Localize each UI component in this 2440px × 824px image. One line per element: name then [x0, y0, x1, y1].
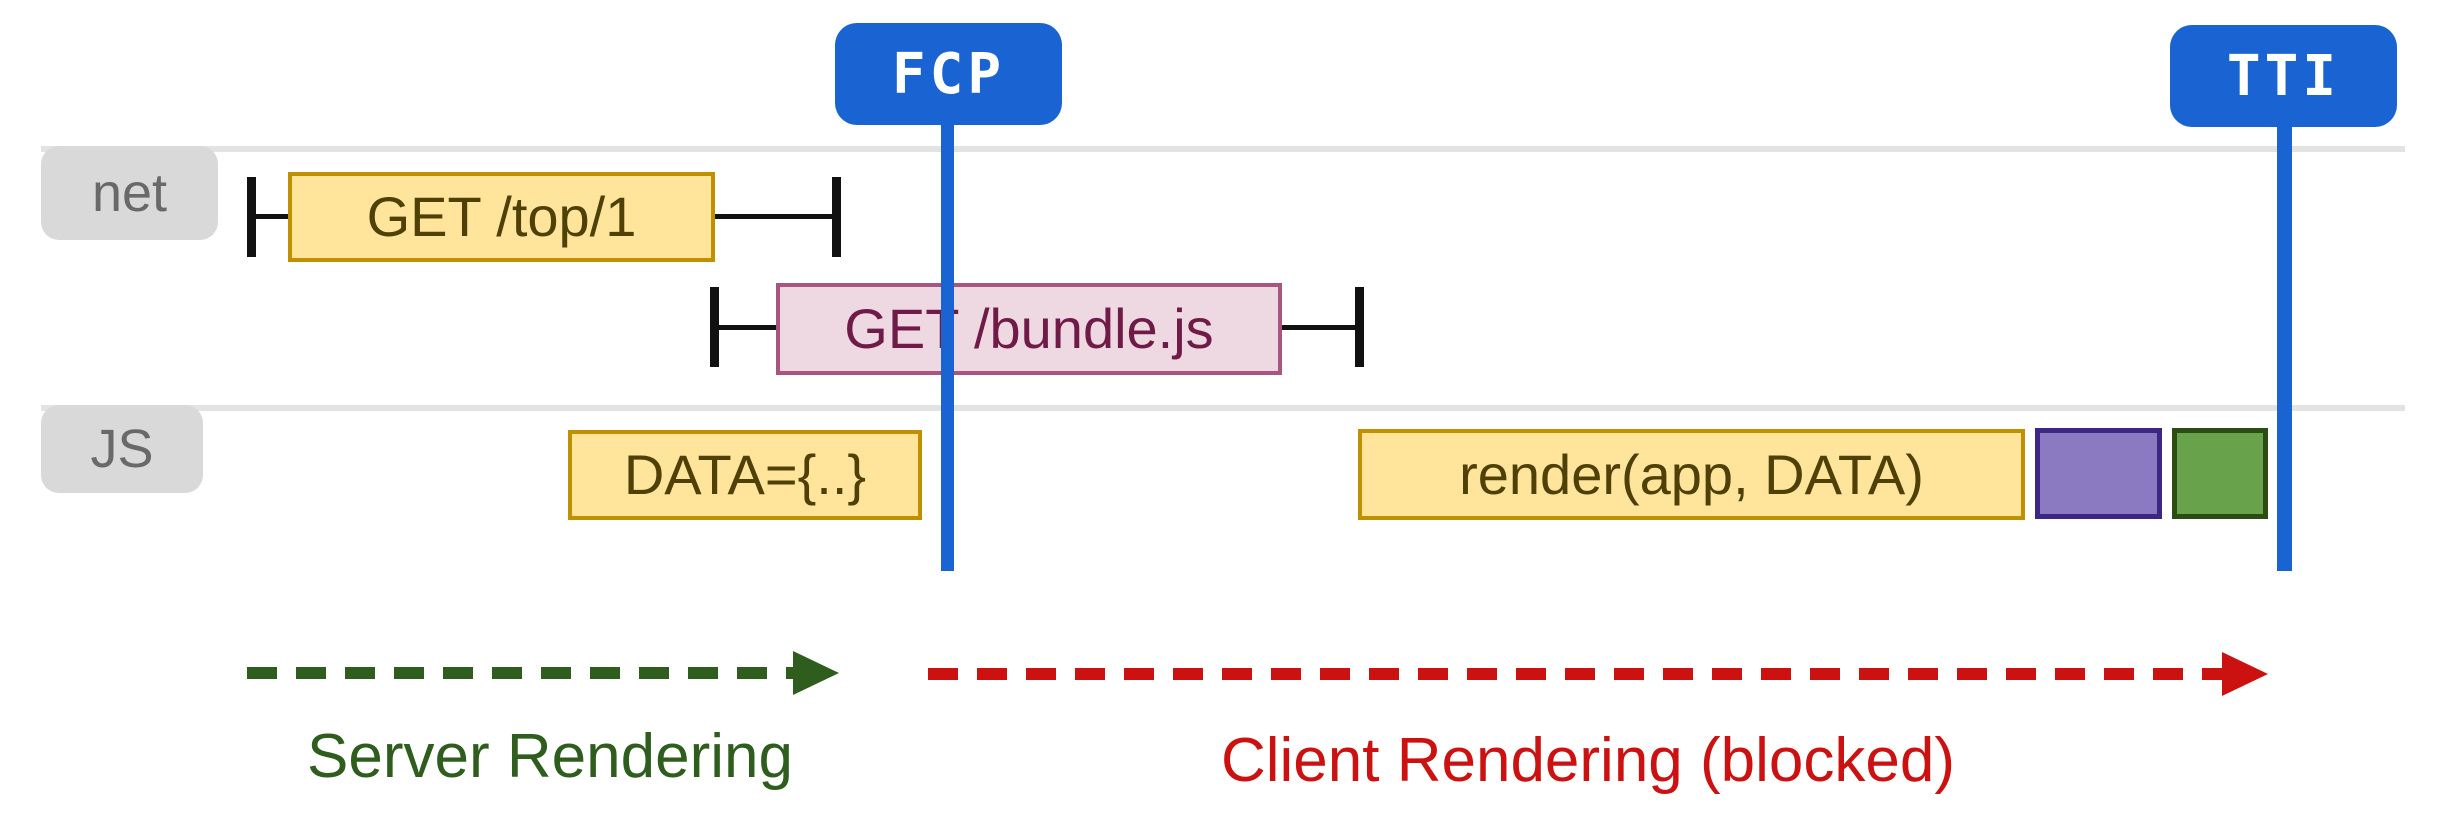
top-request-right-whisker: [713, 214, 834, 219]
client-rendering-label: Client Rendering (blocked): [1158, 730, 2018, 792]
purple-task-block: [2035, 428, 2162, 519]
server-rendering-label: Server Rendering: [260, 726, 840, 788]
client-rendering-arrow: [928, 668, 2222, 680]
net-lane-label: net: [41, 146, 218, 240]
top-request-label: GET /top/1: [366, 185, 637, 248]
top-request-left-whisker: [251, 214, 292, 219]
client-rendering-arrowhead-icon: [2222, 652, 2268, 696]
net-lane-line: [41, 146, 2405, 152]
bundle-request-bar: GET /bundle.js: [776, 283, 1282, 375]
data-task-label: DATA={..}: [623, 443, 867, 506]
render-task-label: render(app, DATA): [1459, 442, 1924, 506]
bundle-request-label: GET /bundle.js: [844, 297, 1214, 360]
data-task-bar: DATA={..}: [568, 430, 922, 520]
tti-badge: TTI: [2170, 25, 2397, 127]
green-task-block: [2172, 428, 2268, 519]
fcp-badge: FCP: [835, 23, 1062, 125]
fcp-badge-label: FCP: [891, 41, 1006, 107]
server-rendering-arrow: [247, 667, 793, 679]
js-lane-line: [41, 405, 2405, 411]
bundle-request-end-tick: [1355, 287, 1364, 367]
top-request-end-tick: [832, 177, 841, 257]
js-lane-label: JS: [41, 405, 203, 493]
bundle-request-left-whisker: [717, 325, 778, 330]
bundle-request-start-tick: [710, 287, 719, 367]
top-request-bar: GET /top/1: [288, 172, 715, 262]
server-rendering-arrowhead-icon: [793, 651, 839, 695]
bundle-request-right-whisker: [1280, 325, 1358, 330]
render-task-bar: render(app, DATA): [1358, 429, 2025, 520]
net-lane-label-text: net: [91, 163, 168, 223]
tti-marker-line: [2277, 120, 2292, 571]
client-rendering-label-text: Client Rendering (blocked): [1220, 726, 1956, 795]
js-lane-label-text: JS: [90, 419, 154, 479]
fcp-marker-line: [941, 118, 954, 571]
tti-badge-label: TTI: [2226, 43, 2341, 109]
server-rendering-label-text: Server Rendering: [307, 722, 793, 791]
